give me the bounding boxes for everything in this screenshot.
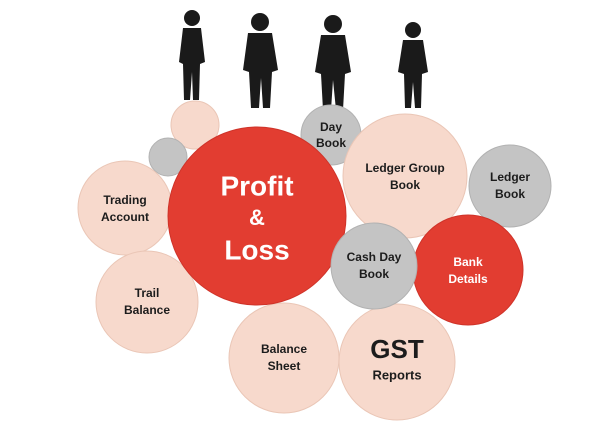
profit-loss-label-line3: Loss <box>224 234 289 265</box>
business-people-silhouettes <box>179 10 428 110</box>
gst-label: GST <box>370 334 424 364</box>
day-book-label-line1: Day <box>320 120 342 134</box>
cash-day-book-label-line1: Cash Day <box>347 250 402 264</box>
decorative-circle-peach <box>170 100 220 150</box>
person-silhouette-2 <box>243 13 278 108</box>
day-book-label-line2: Book <box>316 136 346 150</box>
balance-sheet-bubble[interactable]: Balance Sheet <box>228 302 340 414</box>
person-silhouette-3 <box>315 15 351 110</box>
profit-loss-bubble[interactable]: Profit & Loss <box>167 126 347 306</box>
cash-day-book-label-line2: Book <box>359 267 389 281</box>
profit-loss-label-line2: & <box>249 205 265 230</box>
person-silhouette-1 <box>179 10 205 100</box>
trail-balance-label-line1: Trail <box>135 286 160 300</box>
trading-account-bubble[interactable]: Trading Account <box>77 160 173 256</box>
trail-balance-bubble[interactable]: Trail Balance <box>95 250 199 354</box>
trading-account-label-line2: Account <box>101 210 149 224</box>
bank-details-bubble[interactable]: Bank Details <box>412 214 524 326</box>
trading-account-label-line1: Trading <box>103 193 146 207</box>
decorative-circle-gray <box>148 137 188 177</box>
balance-sheet-label-line1: Balance <box>261 342 307 356</box>
cash-day-book-bubble[interactable]: Cash Day Book <box>330 222 418 310</box>
ledger-group-book-bubble[interactable]: Ledger Group Book <box>342 113 468 239</box>
gst-reports-bubble[interactable]: GST Reports <box>338 303 456 421</box>
ledger-book-label-line1: Ledger <box>490 170 530 184</box>
trail-balance-label-line2: Balance <box>124 303 170 317</box>
bank-details-label-line2: Details <box>448 272 488 286</box>
ledger-book-label-line2: Book <box>495 187 525 201</box>
person-silhouette-4 <box>398 22 428 108</box>
ledger-book-bubble[interactable]: Ledger Book <box>468 144 552 228</box>
ledger-group-label-line2: Book <box>390 178 420 192</box>
ledger-group-label-line1: Ledger Group <box>365 161 444 175</box>
bank-details-label-line1: Bank <box>453 255 483 269</box>
balance-sheet-label-line2: Sheet <box>268 359 301 373</box>
profit-loss-label-line1: Profit <box>220 170 293 201</box>
gst-reports-label: Reports <box>372 367 421 382</box>
